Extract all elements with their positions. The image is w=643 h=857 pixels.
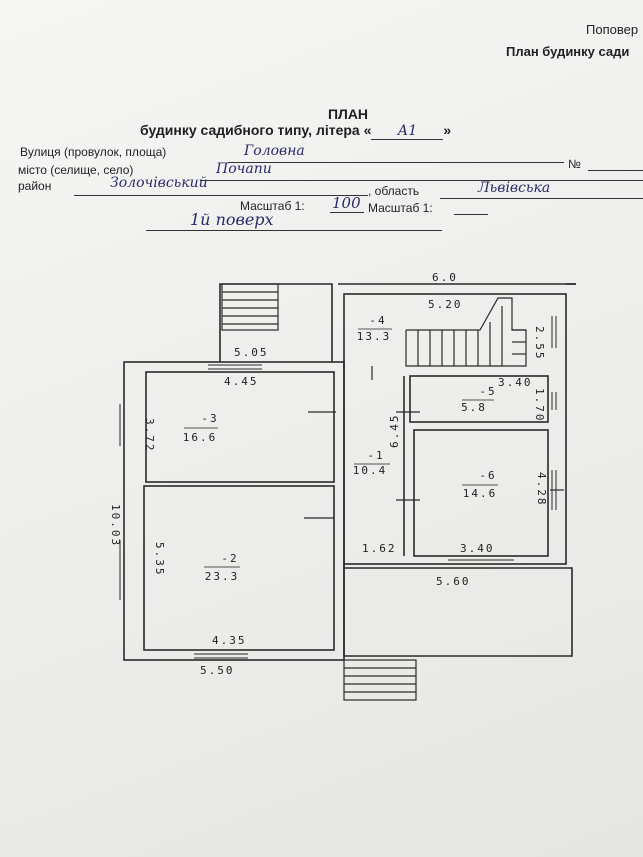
floor-value: 1й поверх [190, 210, 274, 229]
room-1-number: -1 [367, 449, 384, 462]
door-marks [304, 366, 564, 519]
dim-bottom-right: 5.60 [436, 575, 471, 588]
room-3-outline [145, 371, 335, 483]
district-value: Золочівський [110, 175, 208, 191]
number-label: № [568, 157, 581, 171]
dim-room3-height: 3.72 [143, 418, 156, 453]
dim-room3-width: 4.45 [224, 375, 259, 388]
scale-value: 100 [332, 194, 361, 212]
street-label: Вулиця (провулок, площа) [20, 145, 167, 159]
region-label: , область [368, 184, 420, 198]
district-underline [74, 195, 368, 196]
dim-corridor-length: 6.45 [388, 414, 401, 449]
room-4-number: -4 [369, 314, 386, 327]
room-2-number: -2 [221, 552, 238, 565]
room-2-outline [143, 485, 335, 651]
litera-value: А1 [397, 123, 418, 139]
stairs-upper-left [221, 283, 279, 331]
terrace-outline [343, 564, 573, 657]
plan-subtitle: будинку садибного типу, літера « А1 » [140, 122, 451, 140]
dim-room6-height: 4.28 [535, 472, 548, 507]
city-underline [200, 180, 643, 181]
header-corner-line2: План будинку сади [506, 44, 630, 59]
street-underline [228, 162, 564, 163]
plan-subtitle-suffix: » [443, 122, 452, 138]
street-value: Головна [244, 143, 305, 159]
room-1-area: 10.4 [353, 464, 388, 477]
room-3-number: -3 [201, 412, 218, 425]
scale-underline-2 [454, 214, 488, 215]
room-5-area: 5.8 [461, 401, 487, 414]
dim-top-total: 6.0 [432, 271, 458, 284]
room-6-number: -6 [479, 469, 496, 482]
district-label: район [18, 179, 52, 193]
dim-total-height: 10.03 [109, 504, 122, 547]
plan-title: ПЛАН [327, 106, 369, 122]
header-corner-line1: Поповер [586, 22, 639, 37]
dim-small-width: 1.62 [362, 542, 397, 555]
dim-left-outer: 5.05 [234, 346, 269, 359]
scale-label-1: Масштаб 1: [240, 199, 305, 213]
floor-underline [146, 230, 442, 231]
stairs-entrance [343, 659, 417, 701]
plan-subtitle-prefix: будинку садибного типу, літера « [140, 122, 372, 138]
region-underline [440, 198, 643, 199]
dim-bottom-left: 5.50 [200, 664, 235, 677]
dim-stair-right: 2.55 [533, 326, 546, 361]
dim-room5-height: 1.70 [533, 388, 546, 423]
room-5-outline [409, 375, 549, 423]
room-5-number: -5 [479, 385, 496, 398]
scale-label-2: Масштаб 1: [368, 201, 433, 215]
dim-room5-width: 3.40 [498, 376, 533, 389]
wall-left-block [123, 361, 345, 661]
scale-underline-1 [330, 212, 364, 213]
number-underline [588, 170, 643, 171]
dim-room2-width: 4.35 [212, 634, 247, 647]
room-4-area: 13.3 [357, 330, 392, 343]
room-6-area: 14.6 [463, 487, 498, 500]
city-value: Почапи [216, 161, 272, 177]
city-label: місто (селище, село) [18, 163, 134, 177]
dim-top-inner: 5.20 [428, 298, 463, 311]
right-block-outline [343, 293, 567, 565]
stairs-inner [405, 297, 527, 367]
dim-room2-height: 5.35 [153, 542, 166, 577]
dim-room6-width: 3.40 [460, 542, 495, 555]
room-3-area: 16.6 [183, 431, 218, 444]
room-2-area: 23.3 [205, 570, 240, 583]
region-value: Львівська [478, 180, 551, 196]
